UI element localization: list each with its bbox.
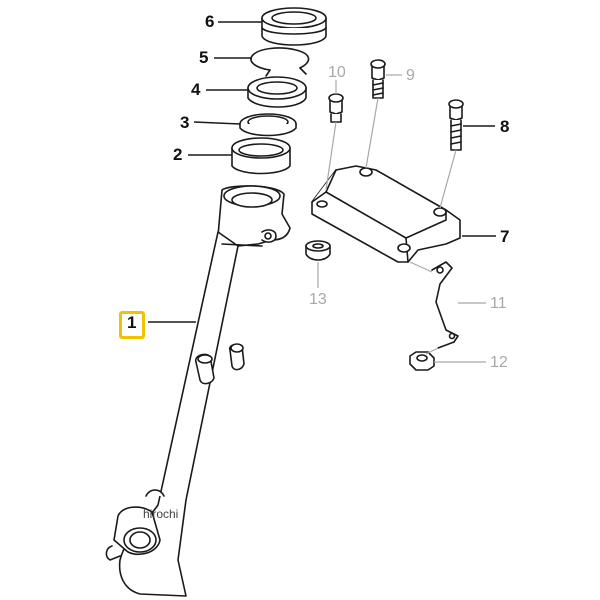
fork-slider-tube: [105, 185, 291, 597]
callout-9: 9: [406, 67, 415, 84]
washer: [239, 113, 297, 137]
callout-6: 6: [205, 12, 215, 31]
callout-11: 11: [490, 295, 507, 312]
callout-1: 1: [127, 313, 137, 332]
wire-bracket: [431, 261, 459, 349]
leader-line-3: [193, 121, 241, 125]
screw-10: [328, 93, 344, 123]
callout-12: 12: [490, 354, 508, 371]
watermark: hirochi: [143, 507, 179, 521]
callout-3: 3: [180, 113, 190, 132]
callout-8: 8: [500, 117, 510, 136]
screw-9: [370, 59, 386, 99]
circlip: [250, 47, 310, 77]
shaft-seal: [247, 76, 307, 108]
screw-8: [448, 99, 464, 151]
bushing: [231, 137, 291, 175]
callout-5: 5: [199, 48, 209, 67]
dust-cover: [261, 7, 327, 46]
callout-7: 7: [500, 227, 510, 246]
nut: [409, 351, 435, 371]
callout-10: 10: [328, 64, 346, 81]
highlight-box: [119, 311, 145, 339]
spacer: [305, 240, 331, 261]
callout-4: 4: [191, 80, 201, 99]
mounting-bracket: [311, 165, 461, 263]
callout-2: 2: [173, 145, 183, 164]
callout-13: 13: [309, 291, 327, 308]
